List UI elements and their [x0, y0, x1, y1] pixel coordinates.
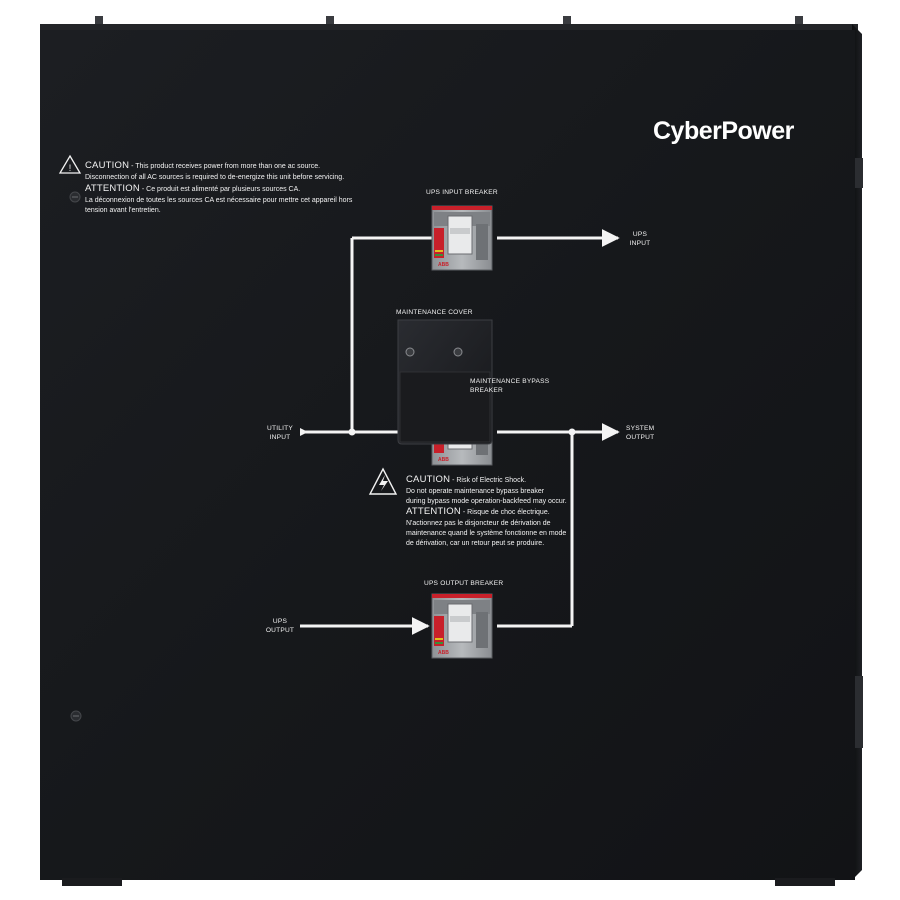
- bypass-warning: CAUTION - Risk of Electric Shock. Do not…: [406, 469, 567, 507]
- wiring-diagram: [300, 229, 620, 635]
- ups-input-breaker[interactable]: ABB: [431, 205, 493, 271]
- ups-input-label-line: INPUT: [629, 240, 651, 247]
- caution-text: Disconnection of all AC sources is requi…: [85, 174, 345, 181]
- cover-screw: [453, 347, 463, 357]
- bolt: [326, 16, 334, 26]
- maintenance-cover-label: MAINTENANCE COVER: [396, 309, 473, 316]
- bypass-label-line: BREAKER: [470, 387, 503, 394]
- caution-heading: CAUTION: [406, 474, 451, 485]
- cover-screw: [405, 347, 415, 357]
- svg-text:ABB: ABB: [438, 262, 449, 268]
- attention-heading: ATTENTION: [406, 506, 461, 517]
- caution-text: during bypass mode operation-backfeed ma…: [406, 498, 567, 505]
- maintenance-bypass-label: MAINTENANCE BYPASS BREAKER: [470, 377, 549, 395]
- utility-input-label: UTILITY INPUT: [262, 424, 298, 442]
- attention-text: La déconnexion de toutes les sources CA …: [85, 197, 353, 204]
- attention-text: maintenance quand le système fonctionne …: [406, 530, 567, 537]
- attention-text: de dérivation, car un retour peut se pro…: [406, 540, 545, 547]
- utility-label-line: UTILITY: [267, 425, 293, 432]
- screw-top-left: [69, 191, 81, 203]
- electric-shock-warning-icon: [368, 467, 398, 495]
- maintenance-cover[interactable]: [397, 319, 493, 445]
- utility-arrow-head: [300, 428, 308, 436]
- attention-heading: ATTENTION: [85, 183, 140, 194]
- caution-text: - Risk of Electric Shock.: [450, 477, 527, 484]
- enclosure-top-lip: [40, 24, 858, 34]
- svg-text:ABB: ABB: [438, 457, 449, 463]
- top-bolts: [95, 16, 803, 26]
- brand-logo: CyberPower: [653, 117, 794, 145]
- top-warning: CAUTION - This product receives power fr…: [85, 155, 344, 183]
- foot: [775, 878, 835, 886]
- bypass-label-line: MAINTENANCE BYPASS: [470, 378, 550, 385]
- utility-label-line: INPUT: [269, 434, 291, 441]
- attention-text: - Risque de choc électrique.: [460, 509, 550, 516]
- junction-dot: [348, 428, 356, 436]
- ups-output-label-line: OUTPUT: [265, 627, 295, 634]
- attention-text: - Ce produit est alimenté par plusieurs …: [139, 186, 301, 193]
- system-label-line: OUTPUT: [626, 434, 655, 441]
- top-attention: ATTENTION - Ce produit est alimenté par …: [85, 178, 352, 216]
- bolt: [563, 16, 571, 26]
- junction-dot: [568, 428, 576, 436]
- hinge: [855, 158, 863, 188]
- ups-output-label: UPS OUTPUT: [262, 617, 298, 635]
- bypass-attention: ATTENTION - Risque de choc électrique. N…: [406, 501, 566, 549]
- caution-text: Do not operate maintenance bypass breake…: [406, 488, 545, 495]
- screw-bottom-left: [70, 710, 82, 722]
- caution-text: - This product receives power from more …: [129, 163, 321, 170]
- ups-output-label-line: UPS: [272, 618, 288, 625]
- ups-output-breaker[interactable]: ABB: [431, 593, 493, 659]
- svg-text:!: !: [69, 163, 72, 173]
- system-output-label: SYSTEM OUTPUT: [626, 424, 654, 442]
- svg-text:ABB: ABB: [438, 650, 449, 656]
- attention-text: N'actionnez pas le disjoncteur de dériva…: [406, 520, 551, 527]
- ups-input-breaker-label: UPS INPUT BREAKER: [426, 189, 498, 196]
- attention-text: tension avant l'entretien.: [85, 207, 161, 214]
- bolt: [795, 16, 803, 26]
- warning-icon: !: [58, 154, 82, 174]
- bolt: [95, 16, 103, 26]
- foot: [62, 878, 122, 886]
- system-label-line: SYSTEM: [626, 425, 655, 432]
- ups-input-label-line: UPS: [632, 231, 648, 238]
- hinge: [855, 676, 863, 748]
- ups-input-label: UPS INPUT: [622, 230, 658, 248]
- ups-output-breaker-label: UPS OUTPUT BREAKER: [424, 580, 504, 587]
- caution-heading: CAUTION: [85, 160, 130, 171]
